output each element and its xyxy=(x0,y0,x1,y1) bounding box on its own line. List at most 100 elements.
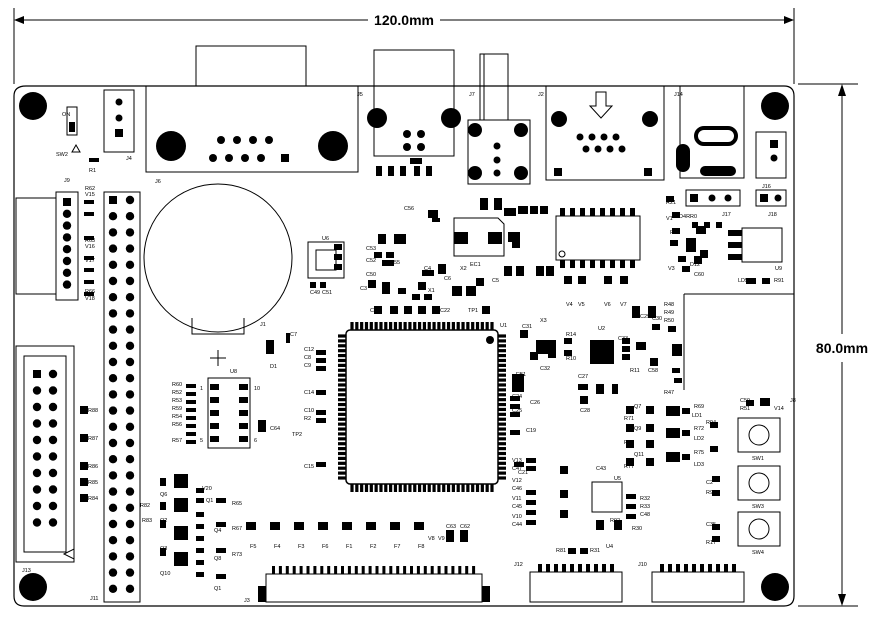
component-label: R71 xyxy=(624,416,634,422)
component-pad xyxy=(418,306,426,314)
component-label: LD4RR0 xyxy=(676,214,697,220)
component-pad xyxy=(716,222,722,228)
component-label: V6 xyxy=(604,302,611,308)
pin-pad xyxy=(125,374,135,383)
u8-pin xyxy=(239,436,248,442)
component-pad xyxy=(710,446,718,452)
component-label: R94 xyxy=(706,420,716,426)
u1-pin xyxy=(398,322,402,330)
component-label: R33 xyxy=(640,504,650,510)
component-label: Q11 xyxy=(634,452,644,458)
j2-rj45-connector: J2 xyxy=(538,85,665,181)
u1-pin xyxy=(498,447,506,451)
component-pad xyxy=(512,374,524,384)
component-pad xyxy=(174,498,188,512)
j3-pin xyxy=(430,566,434,574)
pin-pad xyxy=(125,309,135,318)
j16-connector: J16 xyxy=(755,131,787,190)
u1-pin xyxy=(498,334,506,338)
pin-pad xyxy=(125,536,135,545)
u1-main-mcu: U1 xyxy=(345,323,507,485)
u1-pin xyxy=(338,407,346,412)
u1-pin xyxy=(456,322,460,330)
u3-pin xyxy=(590,208,595,216)
j9-pins xyxy=(62,198,72,289)
module-outline xyxy=(683,293,794,390)
u1-pin xyxy=(422,484,427,492)
component-label: C8 xyxy=(304,355,311,361)
component-label: R72 xyxy=(694,426,704,432)
component-label: R92 xyxy=(610,518,620,524)
component-pad xyxy=(626,458,634,466)
component-label: D12 xyxy=(690,262,700,268)
j3-pin xyxy=(299,566,303,574)
j10-pin xyxy=(708,564,712,572)
j10-pin xyxy=(692,564,696,572)
component-pad xyxy=(160,548,166,556)
u1-pin xyxy=(471,322,475,330)
component-label: V5 xyxy=(578,302,585,308)
u8-pin xyxy=(239,384,248,390)
component-label: Q1 xyxy=(214,586,221,592)
component-pad xyxy=(696,226,706,234)
svg-text:1: 1 xyxy=(200,386,203,392)
u1-pin xyxy=(498,402,506,407)
component-label: F5 xyxy=(250,544,256,550)
u1-pin xyxy=(408,322,412,330)
svg-text:J13: J13 xyxy=(22,568,31,574)
j3-pin xyxy=(396,566,400,574)
component-pad xyxy=(564,338,572,344)
component-pad xyxy=(216,498,226,503)
j3-pin xyxy=(292,566,296,574)
svg-text:J4: J4 xyxy=(126,156,132,162)
j12-pin xyxy=(538,564,542,572)
j3-pin xyxy=(389,566,393,574)
j3-fpc-connector: J3 xyxy=(244,573,490,604)
u1-pin xyxy=(364,322,369,330)
component-pad xyxy=(666,406,680,416)
j3-pins xyxy=(272,566,476,574)
u1-pin xyxy=(389,322,393,330)
svg-text:J2: J2 xyxy=(538,92,544,98)
component-label: R17 xyxy=(706,540,716,546)
u1-pin xyxy=(355,322,359,330)
component-pad xyxy=(482,306,490,314)
component-label: C52 xyxy=(366,258,376,264)
component-pad xyxy=(650,358,658,366)
component-pad xyxy=(174,552,188,566)
component-label: C55 xyxy=(390,260,400,266)
component-pad xyxy=(382,260,394,266)
component-pad xyxy=(186,432,196,436)
u1-pin xyxy=(338,427,346,431)
component-pad xyxy=(334,264,342,270)
svg-text:U2: U2 xyxy=(598,326,605,332)
component-label: C26 xyxy=(530,400,540,406)
component-pad xyxy=(400,166,406,176)
svg-text:U8: U8 xyxy=(230,369,237,375)
pin-pad xyxy=(32,501,42,511)
j12-pin xyxy=(562,564,566,572)
svg-text:ON: ON xyxy=(62,112,70,118)
component-pad xyxy=(84,236,94,240)
u8-pin xyxy=(210,384,219,390)
component-label: C59 xyxy=(740,398,750,404)
j3-pin xyxy=(313,566,317,574)
component-pad xyxy=(480,198,488,210)
u3-pin xyxy=(610,260,615,268)
component-pad xyxy=(670,240,678,246)
component-label: C24 xyxy=(512,394,522,400)
u3-pins xyxy=(560,208,635,268)
u1-pin xyxy=(417,322,422,330)
component-pad xyxy=(258,420,266,432)
height-dimension: 80.0mm xyxy=(798,83,868,607)
component-label: C5 xyxy=(492,278,499,284)
u1-pin xyxy=(437,322,441,330)
component-label: C50 xyxy=(366,272,376,278)
pin-pad xyxy=(108,422,118,431)
component-label: U4 xyxy=(606,544,613,550)
j3-pin xyxy=(354,566,358,574)
component-label: R32 xyxy=(640,496,650,502)
component-label: R52 xyxy=(172,390,182,396)
u1-pin xyxy=(498,422,506,426)
component-label: C30 xyxy=(652,316,662,322)
